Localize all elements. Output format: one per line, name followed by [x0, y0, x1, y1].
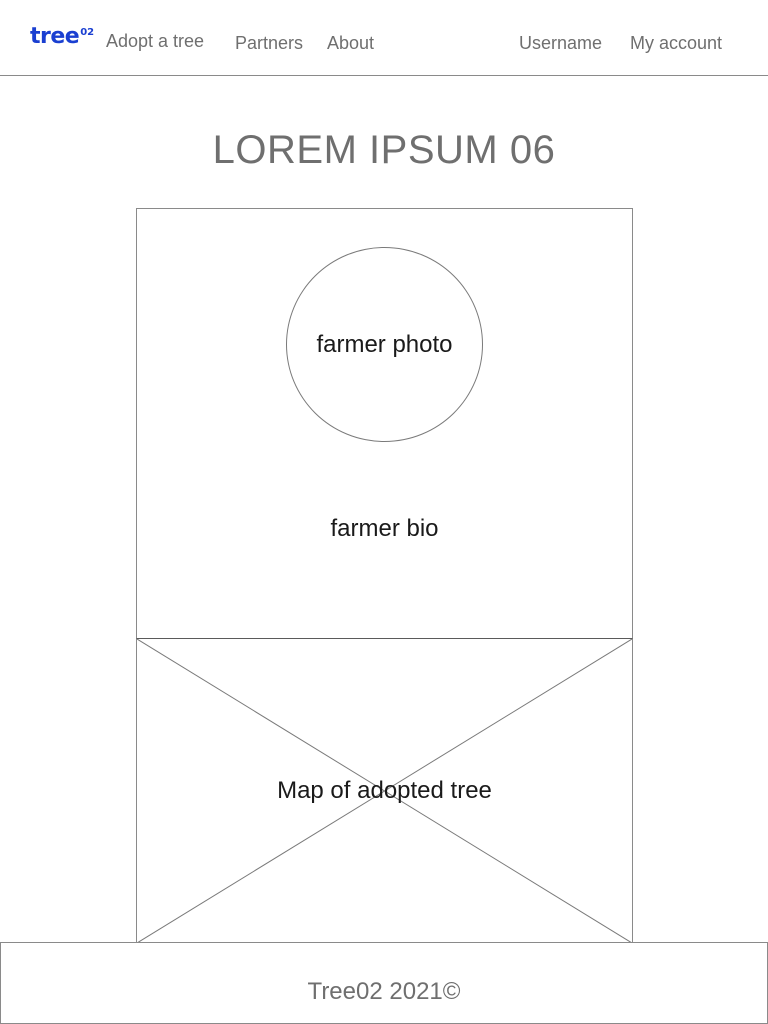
footer: Tree02 2021© [0, 942, 768, 1024]
farmer-photo-placeholder: farmer photo [286, 247, 483, 442]
image-placeholder-cross-icon [137, 639, 632, 943]
nav-link-about[interactable]: About [327, 33, 375, 53]
map-placeholder: Map of adopted tree [136, 639, 633, 943]
farmer-bio-label: farmer bio [330, 515, 439, 542]
header: tree 02 Adopt a tree Partners About User… [0, 0, 768, 76]
farmer-photo-label: farmer photo [316, 330, 453, 358]
nav-link-partners[interactable]: Partners [235, 33, 304, 53]
nav-link-adopt-a-tree[interactable]: Adopt a tree [106, 31, 205, 51]
logo[interactable]: tree 02 [30, 24, 94, 50]
nav-link-my-account[interactable]: My account [630, 33, 723, 53]
logo-superscript: 02 [80, 27, 95, 38]
footer-copyright: Tree02 2021© [307, 978, 461, 1005]
logo-text: tree [30, 24, 80, 49]
page-title: LOREM IPSUM 06 [212, 128, 556, 172]
map-label: Map of adopted tree [277, 777, 492, 804]
farmer-card: farmer photo farmer bio [136, 208, 633, 639]
nav-link-username[interactable]: Username [519, 33, 603, 53]
